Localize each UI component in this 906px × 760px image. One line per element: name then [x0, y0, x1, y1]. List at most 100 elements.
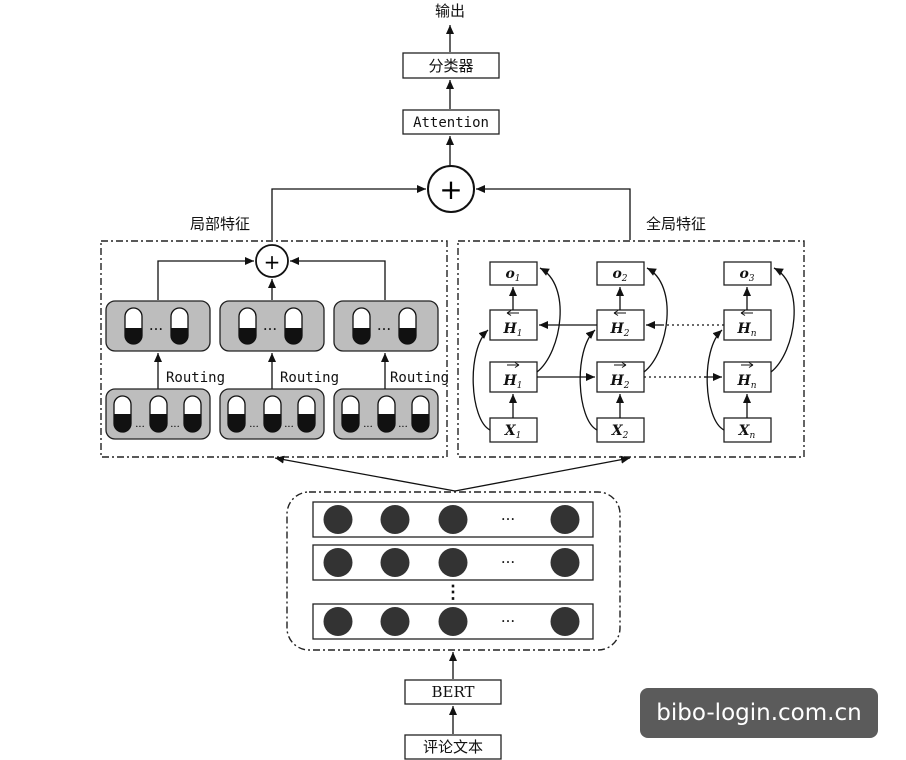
routing-label-3: Routing	[390, 370, 449, 386]
svg-text:o1: o1	[505, 266, 520, 284]
bert-to-global-arrow	[454, 455, 631, 492]
local-plus-sign: +	[264, 250, 281, 274]
o3-symbol: o	[739, 266, 748, 282]
fh1-symbol: H	[503, 373, 518, 389]
capsule-dots: ···	[377, 320, 391, 338]
svg-text:H1: H1	[503, 373, 523, 391]
lower-capsule-group-1: ··· ···	[105, 388, 211, 440]
o1-sub: 1	[515, 274, 521, 284]
fh2-to-o2-curve	[643, 267, 668, 373]
bh1-symbol: H	[503, 321, 518, 337]
o1-symbol: o	[505, 266, 514, 282]
upper-capsule-group-1: ···	[105, 300, 211, 352]
upper-capsule-group-3: ···	[333, 300, 439, 352]
fh2-sub: 2	[623, 381, 630, 391]
xn-to-bhn-curve	[706, 329, 725, 431]
x1-symbol: X	[504, 423, 517, 439]
upper-capsule-group-2: ···	[219, 300, 325, 352]
svg-text:o3: o3	[739, 266, 754, 284]
bhn-sub: n	[751, 329, 757, 339]
global-to-fusion-arrow	[476, 185, 631, 240]
input-node-xn: Xn	[723, 417, 772, 443]
capsule-dots: ···	[149, 320, 163, 338]
routing-label-2: Routing	[280, 370, 339, 386]
svg-text:Hn: Hn	[736, 373, 756, 391]
bhn-symbol: H	[736, 321, 751, 337]
x1-sub: 1	[516, 431, 522, 441]
local-to-fusion-arrow	[271, 185, 426, 240]
attention-box	[402, 109, 500, 135]
row-ellipsis: ···	[501, 510, 515, 528]
classifier-label: 分类器	[428, 57, 473, 75]
xn-symbol: X	[738, 423, 751, 439]
caps-right-to-plus	[290, 257, 386, 300]
classifier-box	[402, 52, 500, 79]
fhn-to-o3-curve	[770, 267, 795, 373]
capsule-dots: ···	[249, 422, 259, 433]
capsule-dots: ···	[170, 422, 180, 433]
input-node-x2: X2	[596, 417, 645, 443]
o3-sub: 3	[749, 274, 755, 284]
x1-to-bh1-curve	[472, 329, 491, 431]
local-plus-circle	[255, 244, 289, 278]
fhn-sub: n	[751, 381, 757, 391]
output-label: 输出	[435, 2, 465, 20]
vertical-ellipsis: ⋮	[444, 582, 462, 603]
forward-h-node-1: H1	[489, 361, 538, 393]
svg-text:H2: H2	[610, 321, 630, 339]
fh2-symbol: H	[610, 373, 625, 389]
capsule-dots: ···	[263, 320, 277, 338]
o2-symbol: o	[612, 266, 621, 282]
bert-embedding-region	[286, 491, 621, 651]
input-node-x1: X1	[489, 417, 538, 443]
x2-symbol: X	[611, 423, 624, 439]
svg-text:X1: X1	[504, 423, 522, 441]
svg-text:X2: X2	[611, 423, 629, 441]
capsule-dots: ···	[135, 422, 145, 433]
global-feature-region	[457, 240, 805, 458]
bert-box	[404, 679, 502, 705]
backward-h-node-n: Hn	[723, 309, 772, 341]
forward-h-node-n: Hn	[723, 361, 772, 393]
backward-h-node-1: H1	[489, 309, 538, 341]
local-feature-region	[100, 240, 448, 458]
forward-h-node-2: H2	[596, 361, 645, 393]
svg-text:Xn: Xn	[738, 423, 756, 441]
fusion-plus-circle	[427, 165, 475, 213]
bh2-sub: 2	[623, 329, 630, 339]
bert-to-local-arrow	[274, 455, 456, 492]
svg-text:H1: H1	[503, 321, 523, 339]
bert-label: BERT	[431, 683, 474, 701]
capsule-dots: ···	[398, 422, 408, 433]
row-ellipsis: ···	[501, 612, 515, 630]
o2-sub: 2	[621, 274, 628, 284]
row-ellipsis: ···	[501, 553, 515, 571]
local-feature-title: 局部特征	[190, 215, 250, 233]
output-node-o3: o3	[723, 261, 772, 286]
backward-h-node-2: H2	[596, 309, 645, 341]
svg-text:Hn: Hn	[736, 321, 756, 339]
bh1-sub: 1	[517, 329, 523, 339]
lower-capsule-group-2: ··· ···	[219, 388, 325, 440]
routing-label-1: Routing	[166, 370, 225, 386]
fh1-sub: 1	[517, 381, 523, 391]
capsule-dots: ···	[363, 422, 373, 433]
xn-sub: n	[750, 431, 756, 441]
capsule-dots: ···	[284, 422, 294, 433]
input-text-label: 评论文本	[423, 738, 483, 756]
input-text-box	[404, 734, 502, 760]
embedding-row-3: ···	[312, 603, 594, 640]
svg-text:o2: o2	[612, 266, 627, 284]
x2-to-bh2-curve	[579, 329, 598, 431]
caps-left-to-plus	[157, 257, 254, 300]
lower-capsule-group-3: ··· ···	[333, 388, 439, 440]
svg-text:H2: H2	[610, 373, 630, 391]
watermark-badge: bibo-login.com.cn	[640, 688, 878, 738]
fh1-to-o1-curve	[536, 267, 561, 373]
embedding-row-2: ···	[312, 544, 594, 581]
bh2-symbol: H	[610, 321, 625, 337]
attention-label: Attention	[413, 115, 489, 131]
embedding-row-1: ···	[312, 501, 594, 538]
